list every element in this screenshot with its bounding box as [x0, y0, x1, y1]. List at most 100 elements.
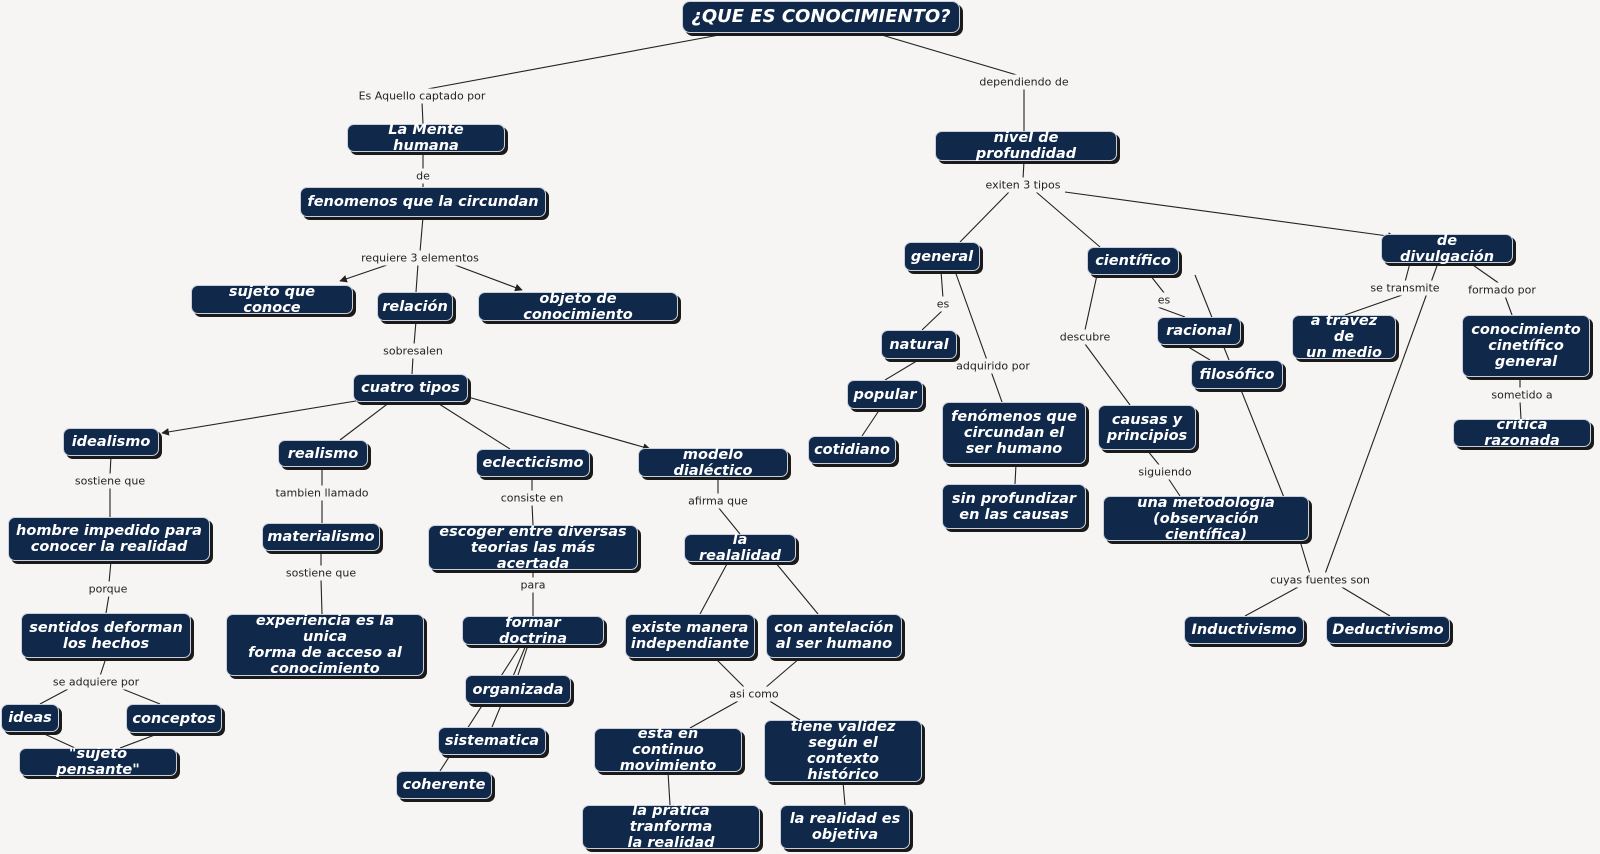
map-title: ¿QUE ES CONOCIMIENTO? — [682, 1, 960, 33]
node-coherente: coherente — [396, 771, 492, 799]
connector-line — [320, 578, 323, 615]
connector-line — [339, 401, 391, 441]
connector-line — [421, 32, 731, 91]
node-idealismo: idealismo — [63, 428, 159, 456]
connector-line — [108, 560, 112, 584]
node-relacion: relación — [377, 292, 453, 321]
connector-line — [1184, 344, 1211, 361]
connector-line — [954, 270, 1003, 403]
node-existe-independiante: existe manera independiante — [625, 614, 755, 658]
node-natural: natural — [881, 330, 957, 359]
connector-line — [421, 101, 424, 125]
link-label: dependiendo de — [976, 74, 1072, 90]
node-materialismo: materialismo — [262, 523, 380, 551]
node-sujeto-que-conoce: sujeto que conoce — [191, 284, 353, 316]
node-popular: popular — [847, 380, 923, 409]
node-nivel-de-profundidad: nivel de profundidad — [935, 130, 1117, 162]
node-modelo-dialectico: modelo dialéctico — [638, 447, 788, 479]
connector-line — [842, 781, 846, 806]
node-sentidos-deforman: sentidos deforman los hechos — [21, 613, 191, 658]
node-experiencia: experiencia es la unica forma de acceso … — [226, 613, 424, 677]
link-label: exiten 3 tipos — [982, 177, 1064, 193]
connector-line — [1064, 191, 1396, 240]
connector-line — [714, 657, 746, 689]
link-label: sobresalen — [380, 343, 446, 359]
link-label: asi como — [726, 686, 782, 702]
node-racional: racional — [1157, 317, 1241, 345]
connector-line — [699, 561, 729, 615]
node-conceptos: conceptos — [126, 704, 222, 733]
link-label: consiste en — [497, 490, 567, 506]
connector-line — [39, 731, 76, 749]
node-a-travez-de-un-medio: a travez de un medio — [1292, 313, 1396, 361]
connector-line — [940, 270, 944, 299]
node-hombre-impedido: hombre impedido para conocer la realidad — [8, 517, 210, 561]
connector-line — [1149, 274, 1166, 295]
connector-line — [339, 263, 391, 283]
connector-line — [767, 699, 801, 721]
node-continuo-movimiento: esta en continuo movimiento — [594, 726, 742, 774]
node-ideas: ideas — [1, 704, 59, 732]
link-label: sostiene que — [282, 565, 360, 581]
node-realismo: realismo — [278, 440, 368, 467]
connector-line — [435, 401, 511, 450]
link-label: cuyas fuentes son — [1267, 572, 1373, 588]
connector-line — [1034, 190, 1101, 248]
node-general: general — [904, 242, 980, 271]
link-label: es — [933, 296, 953, 312]
connector-line — [413, 320, 417, 346]
node-cientifico: científico — [1087, 247, 1179, 275]
connector-line — [109, 455, 112, 476]
node-conocimiento-cinetifico: conocimiento cinetífico general — [1462, 315, 1590, 377]
link-label: siguiendo — [1135, 464, 1195, 480]
connector-line — [921, 309, 944, 331]
link-label: sometido a — [1488, 387, 1556, 403]
connector-line — [1022, 160, 1025, 180]
connector-line — [39, 687, 71, 705]
node-cotidiano: cotidiano — [808, 436, 896, 464]
link-label: sostiene que — [71, 473, 149, 489]
link-label: formado por — [1465, 282, 1539, 298]
node-de-divulgacion: de divulgación — [1381, 233, 1513, 265]
node-cuatro-tipos: cuatro tipos — [353, 374, 468, 402]
node-formar-doctrina: formar doctrina — [462, 615, 604, 647]
link-label: porque — [85, 581, 131, 597]
connector-line — [1344, 293, 1406, 316]
link-label: de — [413, 168, 433, 184]
connector-line — [1519, 400, 1522, 420]
node-realidad-objetiva: la realidad es objetiva — [780, 805, 910, 849]
link-label: requiere 3 elementos — [358, 250, 482, 266]
link-label: tambien llamado — [272, 485, 372, 501]
node-una-metodologia: una metodología (observación científica) — [1103, 495, 1309, 543]
connector-line — [517, 644, 529, 676]
connector-line — [411, 356, 414, 375]
node-la-realalidad: la realalidad — [684, 532, 796, 564]
link-label: para — [517, 577, 549, 593]
connector-line — [874, 32, 1021, 77]
link-label: afirma que — [685, 493, 751, 509]
connector-line — [1404, 262, 1411, 283]
link-label: Es Aquello captado por — [355, 88, 489, 104]
link-label: descubre — [1056, 329, 1114, 345]
connector-line — [161, 396, 381, 436]
connector-line — [1469, 262, 1501, 285]
node-fenomenos-ser-humano: fenómenos que circundan el ser humano — [942, 402, 1086, 464]
node-critica-razonada: critica razonada — [1453, 417, 1591, 449]
connector-line — [446, 261, 523, 292]
connector-line — [959, 190, 1011, 243]
node-fenomenos-que-la-circundan: fenomenos que la circundan — [300, 187, 546, 217]
node-tiene-validez: tiene validez según el contexto históric… — [764, 719, 922, 783]
connector-line — [467, 396, 651, 451]
node-deductivismo: Deductivismo — [1326, 616, 1450, 644]
connector-line — [99, 657, 107, 677]
connector-line — [1504, 295, 1513, 316]
connector-line — [1014, 463, 1017, 485]
connector-line — [1146, 449, 1161, 467]
connector-line — [1084, 274, 1098, 331]
link-label: es — [1154, 292, 1174, 308]
node-pratica-transforma: la prática tranforma la realidad — [582, 803, 760, 851]
node-inductivismo: Inductivismo — [1184, 616, 1304, 644]
connector-line — [764, 657, 801, 689]
